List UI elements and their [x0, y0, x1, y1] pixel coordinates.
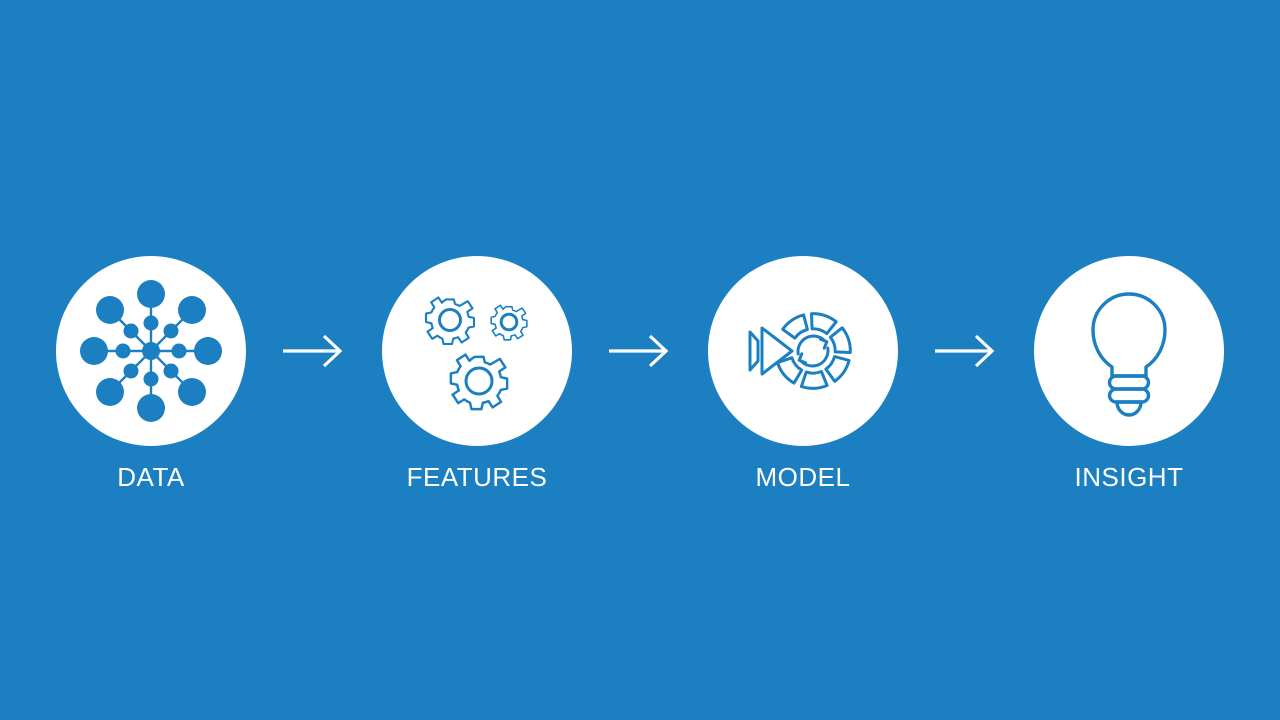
pipeline-flow: DATA: [0, 256, 1280, 496]
connector-features-to-model: [572, 256, 708, 446]
stage-disc-features[interactable]: [382, 256, 572, 446]
arrow-right-icon: [283, 334, 343, 368]
stage-disc-data[interactable]: [56, 256, 246, 446]
play-arrows: [748, 326, 794, 376]
network-nodes-icon: [80, 280, 222, 422]
wheel-segments: [776, 312, 852, 390]
arrow-right-icon: [609, 334, 669, 368]
segmented-wheel-refresh-icon: [748, 312, 852, 390]
stage-label-data: DATA: [117, 462, 185, 492]
gears-icon: [424, 296, 528, 411]
arrow-right-icon: [935, 334, 995, 368]
stage-label-model: MODEL: [755, 462, 851, 492]
stage-disc-model[interactable]: [708, 256, 898, 446]
lightbulb-icon: [1091, 292, 1167, 417]
pipeline-stage-insight[interactable]: INSIGHT: [1034, 256, 1224, 493]
connector-model-to-insight: [898, 256, 1034, 446]
connector-data-to-features: [246, 256, 382, 446]
stage-label-insight: INSIGHT: [1074, 462, 1184, 492]
pipeline-stage-data[interactable]: DATA: [56, 256, 246, 493]
stage-label-features: FEATURES: [406, 462, 548, 492]
pipeline-stage-features[interactable]: FEATURES: [382, 256, 572, 493]
pipeline-stage-model[interactable]: MODEL: [708, 256, 898, 493]
stage-disc-insight[interactable]: [1034, 256, 1224, 446]
